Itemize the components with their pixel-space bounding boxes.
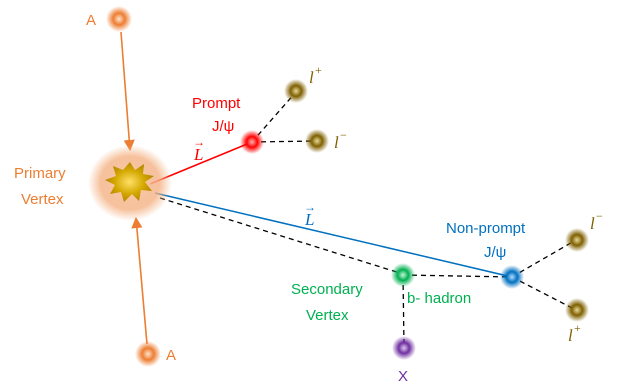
nonprompt-label-2: J/ψ [484,244,506,261]
nonprompt-lepton-minus-symbol: l [590,214,595,233]
prompt-jpsi-icon [240,130,264,154]
secondary-to-x-dashed [402,275,405,347]
nonprompt-jpsi-icon [500,265,524,289]
nonprompt-to-lminus-dashed [511,239,577,278]
beam-arrow-top [120,31,135,152]
b-hadron-label: b- hadron [407,290,471,307]
prompt-lepton-minus-icon [305,129,329,153]
nonprompt-L-vector-arrow: → [304,200,316,214]
b-hadron-dashed-track [159,197,404,275]
prompt-lepton-plus-symbol: l [309,68,314,87]
prompt-label-2: J/ψ [212,118,234,135]
nonprompt-to-lplus-dashed [511,276,577,311]
nonprompt-label-1: Non-prompt [446,220,526,237]
nonprompt-lepton-minus-sign: − [596,209,603,223]
primary-vertex-label-1: Primary [14,165,66,182]
beam-arrow-bottom [131,216,148,345]
prompt-L-vector-label: L [193,145,203,164]
nucleus-bottom-icon [135,341,161,367]
nonprompt-lepton-minus-icon [565,228,589,252]
nucleus-bottom-label: A [166,347,176,364]
prompt-lepton-plus-sign: + [315,63,322,77]
prompt-lepton-plus-icon [284,79,308,103]
nonprompt-lepton-plus-symbol: l [568,326,573,345]
nucleus-top-icon [106,6,132,32]
prompt-lepton-minus-symbol: l [334,133,339,152]
nonprompt-lepton-plus-icon [565,298,589,322]
nonprompt-L-vector-label: L [304,210,314,229]
secondary-vertex-label-1: Secondary [291,281,363,298]
nonprompt-flight-line [154,192,513,278]
x-particle-label: X [398,368,408,385]
nucleus-top-label: A [86,12,96,29]
x-particle-icon [392,336,416,360]
primary-vertex-label-2: Vertex [21,191,64,208]
primary-vertex-star-icon [105,162,154,202]
secondary-to-nonprompt-dashed [402,274,513,278]
secondary-vertex-icon [391,263,415,287]
prompt-L-vector-arrow: → [193,135,205,149]
secondary-vertex-label-2: Vertex [306,307,349,324]
prompt-lepton-minus-sign: − [340,128,347,142]
nonprompt-lepton-plus-sign: + [574,321,581,335]
prompt-label-1: Prompt [192,95,241,112]
